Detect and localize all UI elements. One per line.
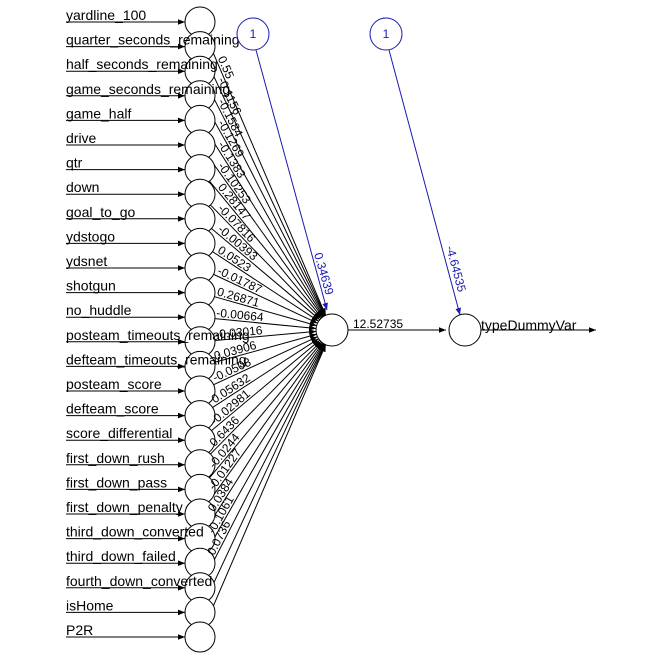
input-label: defteam_score <box>66 401 159 417</box>
input-label: first_down_pass <box>66 474 167 490</box>
input-edge <box>210 204 322 319</box>
output-bias-edge <box>388 49 461 316</box>
input-label: first_down_rush <box>66 450 165 466</box>
input-edge <box>205 35 327 316</box>
input-label: third_down_failed <box>66 548 176 564</box>
input-label: goal_to_go <box>66 204 136 220</box>
input-label: first_down_penalty <box>66 499 183 515</box>
input-edge <box>211 339 321 431</box>
output-label: typeDummyVar <box>481 317 577 333</box>
input-label: posteam_timeouts_remaining <box>66 327 250 343</box>
hidden-bias-node <box>236 17 270 51</box>
input-edge <box>211 228 321 321</box>
input-label: no_huddle <box>66 302 132 318</box>
input-edge <box>212 338 319 408</box>
input-edge <box>207 343 324 527</box>
input-edge <box>206 108 325 317</box>
input-label: shotgun <box>66 278 116 294</box>
input-label: fourth_down_converted <box>66 573 212 589</box>
input-edge <box>212 251 319 322</box>
input-label: P2R <box>66 622 93 638</box>
input-label: game_half <box>66 105 131 121</box>
input-label: yardline_100 <box>66 7 146 23</box>
input-edge <box>213 336 318 386</box>
input-edge <box>208 342 324 503</box>
input-edge <box>206 343 325 551</box>
input-label: third_down_converted <box>66 524 204 540</box>
input-edge <box>214 318 317 331</box>
input-node <box>184 621 216 653</box>
input-label: drive <box>66 130 97 146</box>
input-label: qtr <box>66 155 83 171</box>
input-nodes <box>184 6 216 653</box>
input-edge <box>206 344 326 575</box>
input-edge <box>206 84 326 316</box>
input-arrows <box>66 19 185 640</box>
hidden-bias-label: 1 <box>250 27 257 41</box>
input-edge <box>214 329 317 341</box>
input-edge <box>208 156 324 318</box>
output-node <box>448 313 482 347</box>
input-label: ydsnet <box>66 253 107 269</box>
input-label: isHome <box>66 597 114 613</box>
input-weight-label: -0.03016 <box>215 323 264 341</box>
input-label: half_seconds_remaining <box>66 56 218 72</box>
input-edge <box>205 59 326 316</box>
input-label: quarter_seconds_remaining <box>66 32 240 48</box>
input-edge <box>207 132 324 317</box>
input-label: posteam_score <box>66 376 162 392</box>
hidden-output-weight: 12.52735 <box>353 317 403 331</box>
input-edge <box>205 344 326 600</box>
input-edges <box>205 35 327 624</box>
input-label: score_differential <box>66 425 172 441</box>
input-edge <box>209 180 323 318</box>
weight-labels: 0.55-0.1156-0.1584-0.1269-0.1383-0.10253… <box>204 54 264 557</box>
output-bias-weight: -4.64535 <box>443 244 469 294</box>
input-weight-label: -0.00664 <box>216 306 265 325</box>
hidden-node <box>315 313 349 347</box>
input-label: defteam_timeouts_remaining <box>66 351 247 367</box>
input-label: down <box>66 179 99 195</box>
input-edge <box>214 333 317 363</box>
input-edge <box>214 296 317 327</box>
input-edge <box>209 342 323 479</box>
input-label: game_seconds_remaining <box>66 81 230 97</box>
input-edge <box>213 273 318 324</box>
input-label: ydstogo <box>66 228 115 244</box>
input-labels: yardline_100 quarter_seconds_remaininghal… <box>66 7 250 638</box>
input-edge <box>205 344 327 624</box>
input-edge <box>210 341 322 455</box>
output-bias-label: 1 <box>383 27 390 41</box>
hidden-bias-edge <box>255 49 328 311</box>
output-bias-node <box>369 17 403 51</box>
